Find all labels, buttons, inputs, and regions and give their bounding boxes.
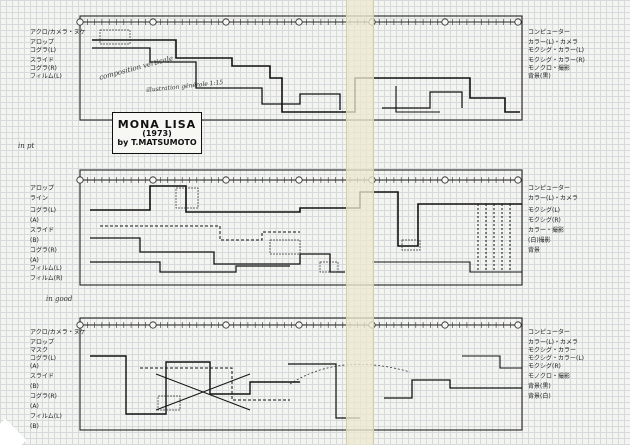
annotation-box-5 (319, 261, 339, 273)
system-frame-3 (79, 317, 523, 431)
ruler-marker (149, 176, 157, 184)
track-label-right: モクシグ・カラー(L) (528, 47, 585, 54)
track-label-left: フィルム(R) (30, 275, 63, 282)
system-frame-2 (79, 169, 523, 286)
ruler-marker (76, 18, 84, 26)
system-frame-1 (79, 15, 523, 121)
ruler-marker (149, 18, 157, 26)
track-label-left: (A) (30, 403, 39, 410)
trace-s1-b (92, 47, 341, 110)
track-label-left: コグラ(L) (30, 207, 57, 214)
track-label-right: モクシグ(R) (528, 363, 561, 370)
ruler-marker (222, 176, 230, 184)
trace-s2-c (90, 261, 290, 273)
trace-s3-cross-b (155, 373, 251, 411)
ruler-marker (514, 18, 522, 26)
ruler-marker (222, 321, 230, 329)
ruler-marker (295, 321, 303, 329)
title-author: by T.MATSUMOTO (117, 137, 197, 147)
ruler-marker (295, 18, 303, 26)
track-label-left: アロップ (30, 185, 55, 192)
track-label-left: コグラ(R) (30, 247, 57, 254)
trace-s1-d (395, 86, 440, 113)
ruler-marker (514, 321, 522, 329)
track-label-right: モクシグ・カラー (528, 347, 577, 354)
trace-s2-a (90, 185, 522, 247)
track-label-right: カラー(L)・カメラ (528, 339, 579, 346)
ruler-marker (441, 176, 449, 184)
ruler-marker (514, 176, 522, 184)
ruler-marker (149, 321, 157, 329)
track-label-left: アクロ/カメラ・ヌケ (30, 29, 86, 36)
annotation-box-3 (269, 239, 301, 255)
trace-s3-b (140, 367, 290, 401)
track-label-right: コンピューター (528, 29, 571, 36)
track-label-left: (B) (30, 383, 39, 390)
ruler-marker (76, 321, 84, 329)
title-name: MONA LISA (117, 117, 197, 131)
track-label-right: モクシグ(L) (528, 207, 561, 214)
track-label-right: (白)撮影 (528, 237, 551, 244)
track-label-left: スライド (30, 227, 55, 234)
track-label-left: フィルム(L) (30, 413, 62, 420)
track-label-left: コグラ(R) (30, 65, 57, 72)
annotation-box-6 (401, 239, 421, 251)
track-label-left: フィルム(L) (30, 73, 62, 80)
track-label-right: モノクロ・撮影 (528, 373, 571, 380)
trace-s1-c (382, 91, 463, 109)
ruler-marker (441, 18, 449, 26)
ruler-marker (295, 176, 303, 184)
track-label-left: スライド (30, 57, 55, 64)
trace-s2-b (90, 237, 345, 273)
track-label-right: モクシグ・カラー(L) (528, 355, 585, 362)
trace-s3-arc (289, 363, 411, 385)
trace-s2-d (100, 225, 300, 241)
title-block: MONA LISA (1973) by T.MATSUMOTO (112, 112, 202, 154)
track-label-left: (B) (30, 237, 39, 244)
track-label-right: カラー(L)・カメラ (528, 39, 579, 46)
track-label-left: (A) (30, 217, 39, 224)
track-label-left: フィルム(L) (30, 265, 62, 272)
track-label-right: カラー・撮影 (528, 227, 565, 234)
margin-note-1: in pt (18, 142, 35, 150)
ruler-marker (441, 321, 449, 329)
title-year: (1973) (142, 129, 172, 139)
track-label-right: 背景(白) (528, 393, 551, 400)
track-label-right: カラー(L)・カメラ (528, 195, 579, 202)
trace-s2-e (372, 261, 522, 273)
track-label-left: (A) (30, 257, 39, 264)
track-label-left: コグラ(L) (30, 47, 57, 54)
track-label-right: コンピューター (528, 185, 571, 192)
trace-s3-d (384, 379, 522, 399)
track-label-right: モクシグ・カラー(R) (528, 57, 585, 64)
track-label-left: アロップ (30, 39, 55, 46)
ruler-marker (76, 176, 84, 184)
track-label-left: コグラ(L) (30, 355, 57, 362)
annotation-box-4 (157, 395, 181, 411)
tape-strip (346, 0, 374, 445)
track-label-left: (B) (30, 423, 39, 430)
margin-note-2: in good (46, 295, 73, 303)
track-label-left: ライン (30, 195, 49, 202)
trace-s1-a (92, 39, 520, 113)
annotation-box-2 (99, 29, 131, 45)
track-label-right: 背景 (528, 247, 541, 254)
track-label-left: コグラ(R) (30, 393, 57, 400)
track-label-left: (A) (30, 363, 39, 370)
track-label-right: モクシグ(R) (528, 217, 561, 224)
trace-s3-a (90, 355, 300, 415)
track-label-right: モノクロ・撮影 (528, 65, 571, 72)
track-label-right: 背景(黒) (528, 73, 551, 80)
track-label-right: 背景(黒) (528, 383, 551, 390)
ruler-marker (222, 18, 230, 26)
track-label-left: アロップ (30, 339, 55, 346)
trace-s3-e (462, 355, 522, 369)
track-label-left: アクロ/カメラ・ヌケ (30, 329, 86, 336)
track-label-right: コンピューター (528, 329, 571, 336)
annotation-box-1 (175, 187, 199, 209)
track-label-left: マスク (30, 347, 49, 354)
track-label-left: スライド (30, 373, 55, 380)
